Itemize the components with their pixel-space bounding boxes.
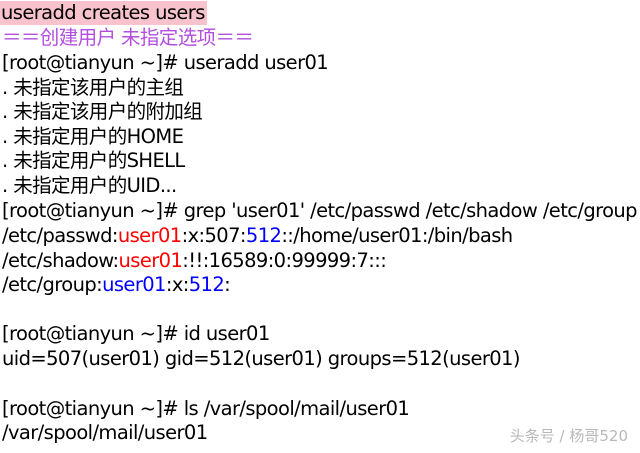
- note-line: . 未指定用户的SHELL: [2, 149, 185, 172]
- watermark: 头条号 / 杨哥520: [509, 427, 628, 445]
- note-line: . 未指定用户的UID...: [2, 174, 177, 197]
- ls-output: /var/spool/mail/user01: [2, 421, 208, 444]
- shadow-entry: /etc/shadow:user01:!!:16589:0:99999:7:::: [2, 249, 387, 273]
- id-output: uid=507(user01) gid=512(user01) groups=5…: [2, 347, 520, 370]
- command-useradd: [root@tianyun ~]# useradd user01: [2, 51, 329, 74]
- note-line: . 未指定该用户的主组: [2, 76, 184, 99]
- shadow-rest: :!!:16589:0:99999:7:::: [182, 249, 387, 272]
- command-ls: [root@tianyun ~]# ls /var/spool/mail/use…: [2, 397, 410, 420]
- group-name: user01: [102, 273, 166, 296]
- passwd-rest: ::/home/user01:/bin/bash: [281, 224, 513, 247]
- passwd-mid: :x:507:: [181, 224, 247, 247]
- note-line: . 未指定用户的HOME: [2, 125, 184, 148]
- shadow-username: user01: [118, 249, 183, 272]
- group-entry: /etc/group:user01:x:512:: [2, 273, 231, 297]
- passwd-prefix: /etc/passwd:: [2, 224, 118, 247]
- passwd-gid: 512: [245, 224, 282, 247]
- command-id: [root@tianyun ~]# id user01: [2, 322, 270, 345]
- group-prefix: /etc/group:: [2, 273, 103, 296]
- shadow-prefix: /etc/shadow:: [2, 249, 119, 272]
- command-grep: [root@tianyun ~]# grep 'user01' /etc/pas…: [2, 199, 638, 222]
- group-mid: :x:: [165, 273, 189, 296]
- group-rest: :: [224, 273, 231, 296]
- group-gid: 512: [188, 273, 225, 296]
- passwd-username: user01: [117, 224, 182, 247]
- passwd-entry: /etc/passwd:user01:x:507:512::/home/user…: [2, 224, 513, 248]
- page-title: useradd creates users: [0, 1, 207, 25]
- note-line: . 未指定该用户的附加组: [2, 100, 203, 123]
- section-subtitle: ＝＝创建用户 未指定选项＝＝: [2, 26, 254, 49]
